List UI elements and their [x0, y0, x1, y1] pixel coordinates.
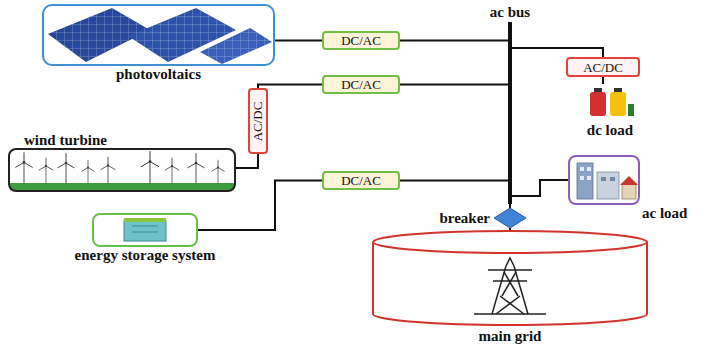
window [601, 177, 606, 181]
ground-strip [10, 183, 234, 190]
connector-line [400, 40, 508, 42]
ground-line [474, 313, 546, 315]
node-label: ac load [642, 205, 687, 222]
battery-cap [594, 88, 602, 92]
buildings-icon [577, 163, 638, 199]
ac-load-box: ac load [568, 155, 640, 205]
converter-label: DC/AC [341, 78, 381, 91]
storage-body [124, 221, 166, 241]
breaker-diamond: breaker [494, 208, 526, 228]
node-label: energy storage system [75, 247, 216, 264]
tower-brace [504, 272, 518, 296]
window [610, 177, 615, 181]
battery-cap [614, 88, 622, 92]
label-holder: breaker [439, 210, 490, 227]
tower-brace [496, 296, 520, 314]
connector-line [512, 180, 568, 196]
dcac-converter: DC/AC [322, 171, 400, 190]
converter-label: DC/AC [341, 174, 381, 187]
cylinder-body [373, 242, 647, 325]
converter-label: DC/AC [341, 34, 381, 47]
node-label: photovoltaics [116, 66, 201, 83]
tower-brace [500, 296, 524, 314]
cylinder-top [373, 231, 647, 253]
wind-turbines [10, 151, 234, 190]
window [580, 167, 584, 171]
building [577, 163, 593, 199]
connector-line [236, 154, 258, 168]
connector-line [275, 40, 322, 42]
house [622, 184, 636, 199]
storage-device [124, 218, 166, 241]
label-holder: wind turbine [24, 132, 107, 149]
label-holder: ac bus [490, 4, 530, 21]
house-roof [620, 176, 638, 185]
converter-label: AC/DC [252, 101, 265, 141]
transmission-tower [474, 258, 546, 314]
storage-detail [132, 226, 158, 227]
wind-farm-box: wind turbine [8, 148, 236, 192]
turbine-icon [188, 153, 205, 184]
ac-bus: ac bus [508, 22, 512, 204]
label-holder: ac load [642, 205, 687, 222]
window [580, 176, 584, 180]
turbine-icon [141, 151, 159, 184]
battery-icon [590, 88, 634, 116]
connector-line [602, 77, 604, 84]
connector-line [258, 85, 322, 89]
solar-panels [48, 8, 272, 64]
label-holder: dc load [587, 122, 633, 139]
converter-label: AC/DC [583, 61, 623, 74]
tower-arm [488, 269, 532, 271]
turbine-icon [15, 152, 32, 184]
label-holder: photovoltaics [116, 66, 201, 83]
label-holder: main grid [479, 328, 542, 345]
solar-panel-grid [200, 28, 272, 64]
battery-cell [590, 92, 606, 116]
storage-detail [132, 232, 158, 233]
turbine-icon [101, 157, 116, 184]
turbine-icon [81, 160, 94, 184]
connector-line [400, 84, 508, 86]
turbine-icon [58, 153, 75, 184]
tower-brace [502, 272, 516, 296]
label-holder: energy storage system [75, 247, 216, 264]
building [597, 172, 619, 199]
dcac-converter: DC/AC [322, 31, 400, 50]
connector-line [509, 204, 511, 208]
turbine-icon [39, 158, 53, 184]
node-label: wind turbine [24, 132, 107, 149]
window [587, 167, 591, 171]
storage-top [124, 218, 166, 222]
node-label: breaker [439, 210, 490, 227]
turbine-icon [211, 160, 224, 184]
cylinder-outline [372, 230, 648, 326]
diamond-outline [494, 208, 526, 228]
connector-line [198, 181, 322, 231]
node-label: ac bus [490, 4, 530, 21]
tower-top [506, 258, 514, 266]
node-label: main grid [479, 328, 542, 345]
window [587, 176, 591, 180]
connector-line [400, 180, 508, 182]
battery-cell [628, 104, 634, 116]
battery-cell [610, 92, 626, 116]
dcac-converter: DC/AC [322, 75, 400, 94]
storage-box: energy storage system [92, 213, 198, 247]
solar-panel [200, 28, 272, 64]
main-grid-cylinder: main grid [372, 230, 648, 326]
pv-array-box: photovoltaics [42, 4, 275, 66]
dc-load-box: dc load [582, 84, 638, 120]
node-label: dc load [587, 122, 633, 139]
breaker-shape [494, 208, 526, 228]
acdc-converter: AC/DC [566, 57, 640, 77]
connector-line [512, 48, 603, 57]
turbine-icon [165, 158, 179, 184]
acdc-converter: AC/DC [248, 88, 268, 154]
